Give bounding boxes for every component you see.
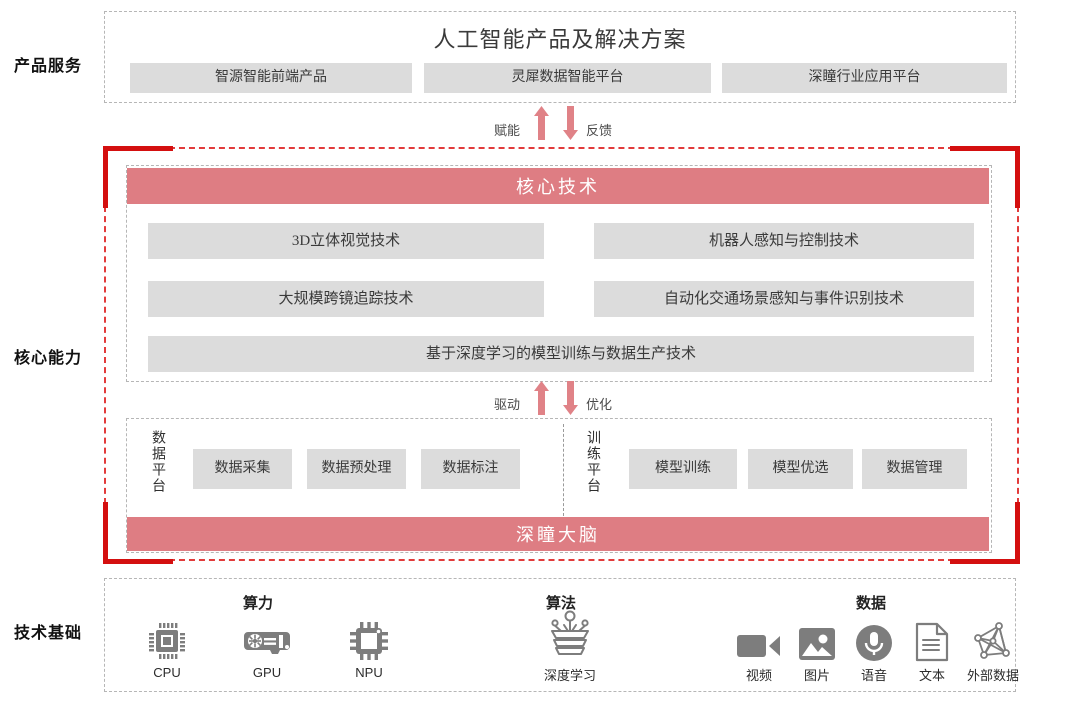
base-item-image[interactable]: 图片 [788,616,846,684]
image-picture-icon [788,616,846,662]
bracket-dash-bottom [169,559,954,561]
data-platform-chip-preprocessing[interactable]: 数据预处理 [307,449,406,489]
bracket-dash-right [1017,206,1019,504]
product-chip-industry-platform[interactable]: 深瞳行业应用平台 [722,63,1007,93]
neural-network-icon [534,610,606,662]
arrow-label-drive: 驱动 [494,397,521,412]
base-item-label-npu: NPU [355,665,383,680]
graphics-card-icon [231,616,303,662]
core-tech-chip-traffic-scene[interactable]: 自动化交通场景感知与事件识别技术 [594,281,974,317]
core-tech-chip-deep-learning-training[interactable]: 基于深度学习的模型训练与数据生产技术 [148,336,974,372]
bracket-dash-top [169,147,954,149]
arrow-label-feedback: 反馈 [586,123,613,138]
product-chip-data-platform[interactable]: 灵犀数据智能平台 [424,63,711,93]
arrow-up-enable [534,106,549,140]
bracket-corner-top-left-h [103,146,173,151]
base-item-gpu[interactable]: GPU [231,616,303,680]
base-item-npu[interactable]: NPU [333,616,405,680]
bracket-corner-bottom-left-h [103,559,173,564]
base-item-text[interactable]: 文本 [903,616,961,684]
base-item-voice[interactable]: 语音 [845,616,903,684]
product-chip-frontend[interactable]: 智源智能前端产品 [130,63,412,93]
bracket-corner-top-right-h [950,146,1020,151]
deepglint-brain-band: 深瞳大脑 [127,517,989,551]
bracket-dash-left [104,206,106,504]
base-item-cpu[interactable]: CPU [131,616,203,680]
training-platform-chip-model-selection[interactable]: 模型优选 [748,449,853,489]
video-camera-icon [730,616,788,662]
core-technology-band: 核心技术 [127,168,989,204]
base-group-title-data: 数据 [856,595,887,612]
training-platform-chip-data-management[interactable]: 数据管理 [862,449,967,489]
arrow-down-optimize [563,381,578,415]
base-item-deep-learning[interactable]: 深度学习 [534,610,606,684]
platform-divider [563,424,564,516]
arrow-up-drive [534,381,549,415]
arrow-label-optimize: 优化 [586,397,613,412]
arrow-label-enable: 赋能 [494,123,521,138]
base-item-video[interactable]: 视频 [730,616,788,684]
base-item-label-voice: 语音 [860,668,887,683]
base-item-external-data[interactable]: 外部数据 [957,616,1029,684]
base-group-title-compute: 算力 [243,595,274,612]
bracket-corner-bottom-right-v [1015,502,1020,564]
training-platform-chip-model-training[interactable]: 模型训练 [629,449,737,489]
base-item-label-gpu: GPU [252,665,282,680]
core-tech-chip-robot-perception[interactable]: 机器人感知与控制技术 [594,223,974,259]
base-item-label-video: 视频 [745,668,772,683]
core-capability-bracket [103,146,1020,564]
network-graph-icon [957,616,1029,662]
bracket-corner-bottom-right-h [950,559,1020,564]
document-text-icon [903,616,961,662]
base-item-label-text: 文本 [918,668,945,683]
tier-label-tech-foundation: 技术基础 [14,625,83,642]
arrow-down-feedback [563,106,578,140]
cpu-chip-icon [131,616,203,662]
core-tech-chip-3d-vision[interactable]: 3D立体视觉技术 [148,223,544,259]
base-item-label-external-data: 外部数据 [966,668,1019,683]
training-platform-vertical-label: 训练平台 [585,430,600,494]
microphone-icon [845,616,903,662]
base-item-label-cpu: CPU [153,665,181,680]
base-item-label-deep-learning: 深度学习 [543,668,596,683]
bracket-corner-bottom-left-v [103,502,108,564]
product-services-title: 人工智能产品及解决方案 [433,27,687,52]
base-group-title-algorithm: 算法 [546,595,577,612]
bracket-corner-top-right-v [1015,146,1020,208]
tier-label-core-capability: 核心能力 [14,350,83,367]
bracket-corner-top-left-v [103,146,108,208]
npu-chip-icon [333,616,405,662]
data-platform-vertical-label: 数据平台 [150,430,165,494]
data-platform-chip-annotation[interactable]: 数据标注 [421,449,520,489]
base-item-label-image: 图片 [803,668,830,683]
core-tech-chip-cross-camera-tracking[interactable]: 大规模跨镜追踪技术 [148,281,544,317]
tier-label-product: 产品服务 [14,58,83,75]
data-platform-chip-collection[interactable]: 数据采集 [193,449,292,489]
